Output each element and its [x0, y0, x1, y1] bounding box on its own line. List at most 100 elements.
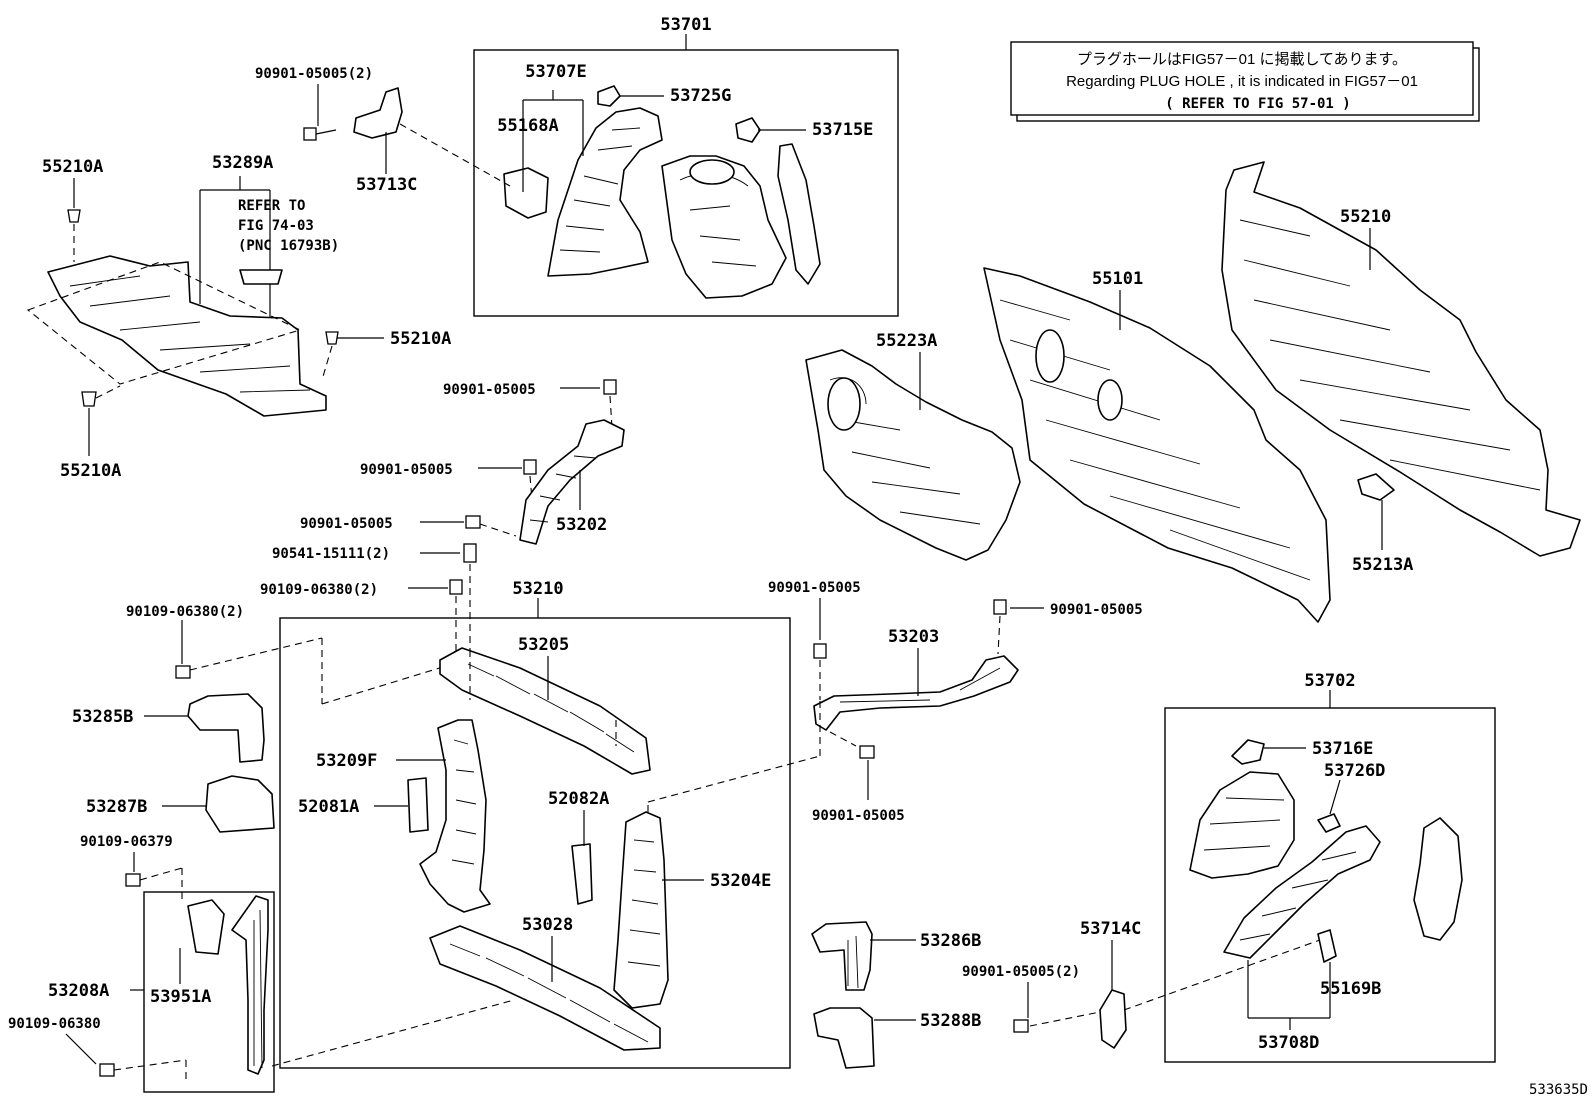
- part-55210[interactable]: [1221, 161, 1581, 557]
- label-90901-05005-c[interactable]: 90901-05005: [300, 516, 393, 532]
- part-53289A[interactable]: [47, 255, 327, 417]
- label-53702[interactable]: 53702: [1304, 671, 1355, 691]
- part-53209F[interactable]: [419, 719, 491, 913]
- refer-line-3: (PNC 16793B): [238, 238, 339, 254]
- part-53716E[interactable]: [1231, 739, 1265, 765]
- label-90901-05005-f[interactable]: 90901-05005: [812, 808, 905, 824]
- part-53204E[interactable]: [613, 811, 669, 1009]
- label-53028[interactable]: 53028: [522, 915, 573, 935]
- bolt-90901-05005-top[interactable]: [303, 127, 337, 141]
- part-52082A[interactable]: [571, 843, 593, 905]
- label-55213A[interactable]: 55213A: [1352, 555, 1413, 575]
- clip-55210A-mid[interactable]: [325, 331, 339, 345]
- part-52081A[interactable]: [407, 777, 429, 833]
- part-55213A[interactable]: [1357, 473, 1395, 501]
- bolt-90109-06379[interactable]: [125, 873, 141, 887]
- label-53203[interactable]: 53203: [888, 627, 939, 647]
- label-90901-05005-b[interactable]: 90901-05005: [360, 462, 453, 478]
- label-90109-06380-2-b[interactable]: 90109-06380(2): [126, 604, 244, 620]
- part-55168A[interactable]: [503, 167, 549, 219]
- part-55169B[interactable]: [1317, 929, 1337, 963]
- bolt-90901-05005-f[interactable]: [859, 745, 875, 759]
- label-55223A[interactable]: 55223A: [876, 331, 937, 351]
- label-53715E[interactable]: 53715E: [812, 120, 873, 140]
- label-53204E[interactable]: 53204E: [710, 871, 771, 891]
- label-52081A[interactable]: 52081A: [298, 797, 359, 817]
- label-55168A[interactable]: 55168A: [497, 116, 558, 136]
- part-53285B[interactable]: [187, 693, 265, 763]
- bolt-90109-06380-b[interactable]: [175, 665, 191, 679]
- clip-55210A-bot[interactable]: [81, 391, 97, 407]
- label-90901-05005-2-top[interactable]: 90901-05005(2): [255, 66, 373, 82]
- label-53726D[interactable]: 53726D: [1324, 761, 1385, 781]
- label-53205[interactable]: 53205: [518, 635, 569, 655]
- label-55101[interactable]: 55101: [1092, 269, 1143, 289]
- label-90109-06379[interactable]: 90109-06379: [80, 834, 173, 850]
- label-53210[interactable]: 53210: [512, 579, 563, 599]
- bolt-90109-06380-a[interactable]: [449, 579, 463, 595]
- label-53288B[interactable]: 53288B: [920, 1011, 981, 1031]
- label-90901-05005-d[interactable]: 90901-05005: [768, 580, 861, 596]
- bolt-90901-05005-c[interactable]: [465, 515, 481, 529]
- part-53287B[interactable]: [205, 775, 275, 833]
- label-55169B[interactable]: 55169B: [1320, 979, 1381, 999]
- group-53713c: 90901-05005(2) 53713C: [255, 66, 511, 195]
- part-53715E[interactable]: [735, 117, 761, 143]
- part-53702-right-strip[interactable]: [1413, 817, 1463, 941]
- part-53288B[interactable]: [813, 1007, 875, 1069]
- label-53286B[interactable]: 53286B: [920, 931, 981, 951]
- label-53285B[interactable]: 53285B: [72, 707, 133, 727]
- label-53708D[interactable]: 53708D: [1258, 1033, 1319, 1053]
- label-53707E[interactable]: 53707E: [525, 62, 586, 82]
- bolt-90109-06380[interactable]: [99, 1063, 115, 1077]
- part-53713C[interactable]: [353, 87, 403, 139]
- part-53208A-link[interactable]: [231, 895, 269, 1075]
- label-90109-06380-2-a[interactable]: 90109-06380(2): [260, 582, 378, 598]
- label-55210[interactable]: 55210: [1340, 207, 1391, 227]
- note-frame: [1010, 41, 1474, 116]
- bolt-90901-05005-b[interactable]: [523, 459, 537, 475]
- part-53203[interactable]: [813, 655, 1019, 731]
- bolt-90541-15111[interactable]: [463, 543, 477, 563]
- part-53202[interactable]: [519, 419, 625, 545]
- part-53725G[interactable]: [597, 85, 621, 107]
- part-53701-right-strip[interactable]: [777, 143, 821, 285]
- label-53713C[interactable]: 53713C: [356, 175, 417, 195]
- label-90901-05005-e[interactable]: 90901-05005: [1050, 602, 1143, 618]
- label-90901-05005-a[interactable]: 90901-05005: [443, 382, 536, 398]
- bolt-90901-05005-a[interactable]: [603, 379, 617, 395]
- part-53726D[interactable]: [1317, 813, 1341, 833]
- part-53701-center[interactable]: [661, 155, 787, 299]
- part-53707E[interactable]: [547, 107, 663, 277]
- label-53714C[interactable]: 53714C: [1080, 919, 1141, 939]
- bolt-90901-05005-bot[interactable]: [1013, 1019, 1029, 1033]
- part-53951A[interactable]: [187, 899, 225, 955]
- label-53725G[interactable]: 53725G: [670, 86, 731, 106]
- bolt-90901-05005-e[interactable]: [993, 599, 1007, 615]
- label-53701[interactable]: 53701: [660, 15, 711, 35]
- part-53714C[interactable]: [1099, 989, 1127, 1049]
- label-53289A[interactable]: 53289A: [212, 153, 273, 173]
- label-53208A[interactable]: 53208A: [48, 981, 109, 1001]
- label-53209F[interactable]: 53209F: [316, 751, 377, 771]
- label-53287B[interactable]: 53287B: [86, 797, 147, 817]
- part-55101[interactable]: [983, 267, 1331, 623]
- label-90901-05005-2-bot[interactable]: 90901-05005(2): [962, 964, 1080, 980]
- label-90109-06380[interactable]: 90109-06380: [8, 1016, 101, 1032]
- label-53202[interactable]: 53202: [556, 515, 607, 535]
- label-90541-15111-2[interactable]: 90541-15111(2): [272, 546, 390, 562]
- label-53951A[interactable]: 53951A: [150, 987, 211, 1007]
- bolt-90901-05005-d[interactable]: [813, 643, 827, 659]
- clip-55210A-top[interactable]: [67, 209, 81, 223]
- part-53286B[interactable]: [811, 921, 873, 991]
- label-55210A-bot[interactable]: 55210A: [60, 461, 121, 481]
- label-55210A-mid[interactable]: 55210A: [390, 329, 451, 349]
- label-53716E[interactable]: 53716E: [1312, 739, 1373, 759]
- label-52082A[interactable]: 52082A: [548, 789, 609, 809]
- label-55210A-top[interactable]: 55210A: [42, 157, 103, 177]
- part-53708D[interactable]: [1223, 825, 1381, 959]
- part-53205[interactable]: [439, 647, 651, 775]
- part-53028[interactable]: [429, 925, 661, 1051]
- part-53702-wheelhouse[interactable]: [1189, 771, 1295, 879]
- group-53714c: 53714C 90901-05005(2): [962, 919, 1321, 1049]
